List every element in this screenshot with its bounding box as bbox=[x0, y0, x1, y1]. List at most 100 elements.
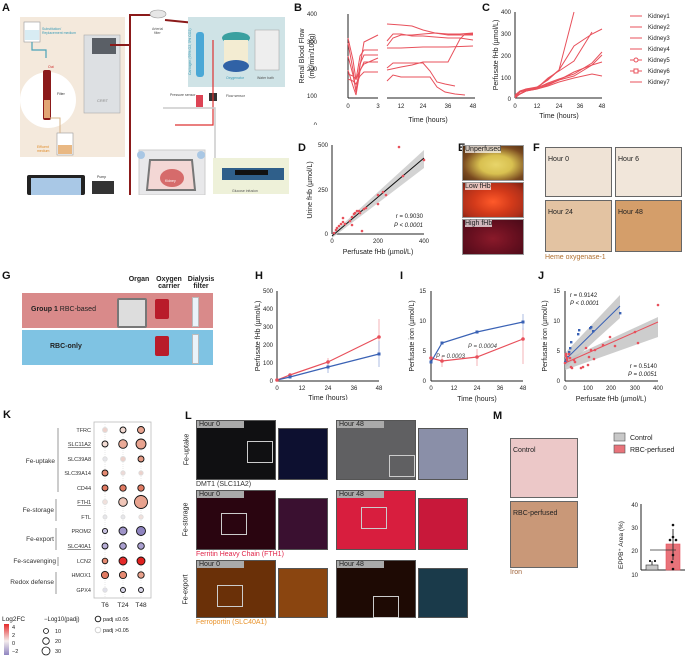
svg-text:20: 20 bbox=[55, 639, 61, 645]
svg-text:padj ≤0.05: padj ≤0.05 bbox=[103, 617, 129, 623]
svg-text:Effluent: Effluent bbox=[37, 145, 49, 149]
group-row-rbc-only: RBC-only bbox=[22, 330, 213, 365]
svg-text:400: 400 bbox=[653, 386, 664, 392]
svg-text:SLC11A2: SLC11A2 bbox=[68, 442, 91, 448]
svg-text:CRRT: CRRT bbox=[97, 98, 109, 103]
svg-text:300: 300 bbox=[263, 325, 274, 331]
svg-text:Fe-scavenging: Fe-scavenging bbox=[13, 558, 56, 565]
svg-text:40: 40 bbox=[631, 503, 638, 509]
svg-text:(mL/min/100g): (mL/min/100g) bbox=[309, 33, 316, 78]
svg-text:10: 10 bbox=[631, 573, 638, 579]
svg-text:Fe-storage: Fe-storage bbox=[23, 507, 55, 514]
panel-label-e: E bbox=[458, 142, 465, 154]
if-fth1-hour0: Hour 0 bbox=[196, 490, 276, 550]
legend-control: Control bbox=[630, 435, 653, 442]
svg-text:24: 24 bbox=[420, 104, 427, 110]
svg-text:Fe-uptake: Fe-uptake bbox=[26, 458, 56, 465]
panel-label-g: G bbox=[2, 270, 11, 282]
legend-kidney2: Kidney2 bbox=[630, 25, 670, 31]
legend-kidney1: Kidney1 bbox=[630, 14, 670, 20]
svg-text:0: 0 bbox=[12, 641, 15, 647]
svg-text:48: 48 bbox=[599, 104, 606, 110]
svg-text:0: 0 bbox=[513, 104, 517, 110]
svg-text:0: 0 bbox=[346, 104, 350, 110]
svg-text:200: 200 bbox=[501, 54, 512, 60]
svg-text:30: 30 bbox=[55, 649, 61, 655]
svg-text:Oxygenator: Oxygenator bbox=[226, 76, 245, 80]
dialysis-filter-icon bbox=[192, 334, 199, 364]
iron-caption: Iron bbox=[510, 569, 523, 576]
svg-text:200: 200 bbox=[606, 386, 617, 392]
svg-text:400: 400 bbox=[419, 239, 430, 245]
svg-text:0: 0 bbox=[429, 386, 433, 392]
svg-text:TFRC: TFRC bbox=[76, 428, 91, 434]
if-caption-fpn: Ferroportin (SLC40A1) bbox=[196, 619, 267, 626]
svg-text:Pressure sensor: Pressure sensor bbox=[170, 93, 196, 97]
panel-label-m: M bbox=[493, 410, 503, 422]
svg-text:Substitution/: Substitution/ bbox=[42, 27, 61, 31]
panel-label-f: F bbox=[533, 142, 540, 154]
svg-text:0: 0 bbox=[314, 123, 318, 125]
legend-rbc-perfused: RBC-perfused bbox=[630, 447, 674, 454]
svg-text:Time (hours): Time (hours) bbox=[539, 113, 578, 120]
svg-text:250: 250 bbox=[318, 188, 329, 194]
svg-text:Kidney2: Kidney2 bbox=[648, 25, 670, 31]
if-dmt1-hour48: Hour 48 bbox=[336, 420, 416, 480]
svg-text:4: 4 bbox=[12, 625, 15, 631]
svg-text:Kidney5: Kidney5 bbox=[648, 58, 670, 64]
panel-label-j: J bbox=[538, 270, 545, 282]
svg-text:SLC39A8: SLC39A8 bbox=[67, 457, 91, 463]
svg-text:0: 0 bbox=[508, 97, 512, 103]
svg-text:100: 100 bbox=[583, 386, 594, 392]
svg-text:0: 0 bbox=[563, 386, 567, 392]
perfusion-circuit-schematic: Substitution/ Replacement medium Filter … bbox=[20, 9, 289, 195]
svg-text:5: 5 bbox=[557, 349, 561, 355]
svg-text:Kidney3: Kidney3 bbox=[648, 36, 670, 42]
svg-text:500: 500 bbox=[318, 143, 329, 149]
svg-text:Time (hours): Time (hours) bbox=[308, 395, 347, 400]
j-r-blue: r = 0.9142 bbox=[570, 293, 598, 299]
svg-text:T6: T6 bbox=[101, 602, 109, 609]
svg-text:Carbogen (95% O2, 5% CO2): Carbogen (95% O2, 5% CO2) bbox=[188, 29, 192, 76]
panel-label-c: C bbox=[482, 2, 490, 14]
if-fpn-hour48: Hour 48 bbox=[336, 560, 416, 618]
svg-text:15: 15 bbox=[419, 289, 426, 295]
svg-text:LCN2: LCN2 bbox=[77, 559, 91, 565]
panel-label-b: B bbox=[294, 2, 302, 14]
svg-text:Out: Out bbox=[48, 65, 54, 69]
svg-text:Kidney6: Kidney6 bbox=[648, 69, 670, 75]
if-caption-dmt1: DMT1 (SLC11A2) bbox=[196, 481, 252, 488]
svg-text:10: 10 bbox=[55, 629, 61, 635]
svg-text:24: 24 bbox=[474, 386, 481, 392]
svg-text:24: 24 bbox=[325, 386, 332, 392]
if-dmt1-hour48-zoom bbox=[418, 428, 468, 480]
svg-text:Renal Blood Flow: Renal Blood Flow bbox=[299, 28, 306, 84]
ihc-hour-0: Hour 0 bbox=[545, 147, 612, 197]
svg-text:Flow sensor: Flow sensor bbox=[226, 94, 246, 98]
d-r-value: r = 0.9030 bbox=[396, 214, 424, 220]
experimental-groups-table: Organ Oxygen carrier Dialysis filter Gro… bbox=[22, 276, 217, 366]
kidney-image-unperfused: Unperfused bbox=[462, 145, 524, 181]
j-p-red: P = 0.0051 bbox=[628, 372, 657, 378]
legend-kidney7: Kidney7 bbox=[630, 80, 670, 86]
if-caption-fth1: Ferritin Heavy Chain (FTH1) bbox=[196, 551, 284, 558]
kidney-image-high-fhb: High fHb bbox=[462, 219, 524, 255]
svg-text:Time (hours): Time (hours) bbox=[457, 396, 496, 403]
svg-text:0: 0 bbox=[330, 239, 334, 245]
svg-text:medium: medium bbox=[37, 149, 50, 153]
svg-text:T24: T24 bbox=[117, 602, 129, 609]
svg-text:Water bath: Water bath bbox=[257, 76, 274, 80]
svg-text:Kidney1: Kidney1 bbox=[648, 14, 670, 20]
svg-text:300: 300 bbox=[307, 40, 318, 46]
ihc-hour-24: Hour 24 bbox=[545, 200, 612, 252]
svg-text:FTL: FTL bbox=[81, 515, 91, 521]
svg-text:300: 300 bbox=[501, 32, 512, 38]
svg-text:100: 100 bbox=[263, 361, 274, 367]
svg-text:2: 2 bbox=[12, 633, 15, 639]
svg-text:0: 0 bbox=[557, 379, 561, 385]
i-pvalue-2: P = 0.0004 bbox=[468, 344, 498, 350]
kidney-gross-images: Unperfused Low fHb High fHb bbox=[462, 145, 524, 255]
immunofluorescence-grid: Fe-uptake Hour 0 Hour 48 DMT1 (SLC11A2) … bbox=[182, 420, 470, 626]
